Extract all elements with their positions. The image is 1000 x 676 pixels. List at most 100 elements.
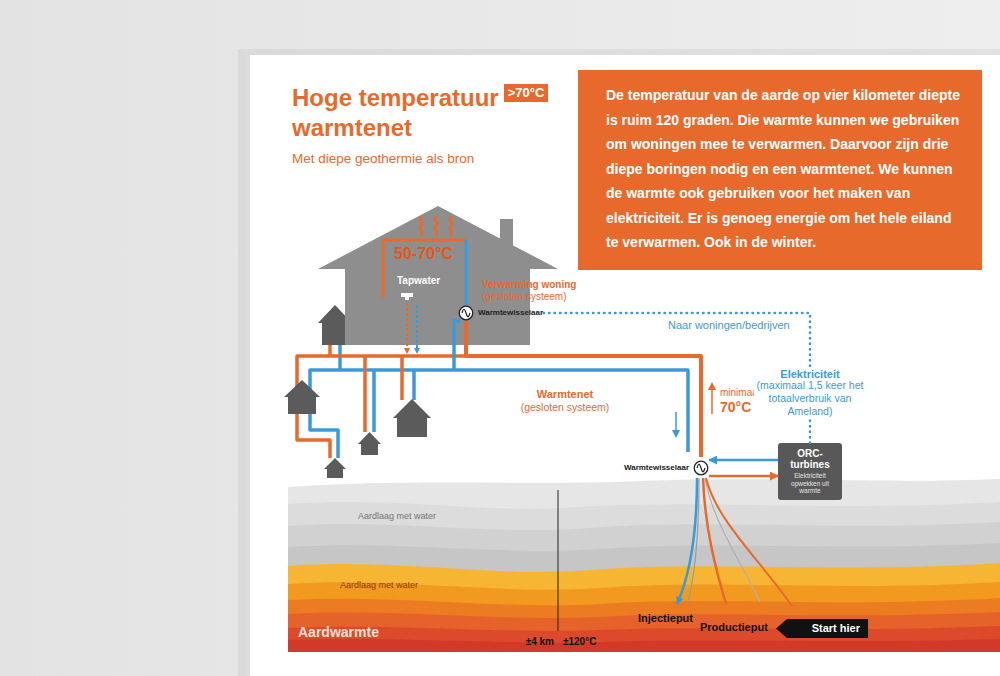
- house-shape: [318, 206, 558, 345]
- heat-network-pipes: [363, 356, 367, 432]
- label-slot: ±4 km: [500, 636, 554, 648]
- tap-water-label: Tapwater: [397, 275, 440, 287]
- earth-layers: [288, 502, 1000, 652]
- house-shape: [465, 240, 468, 305]
- label-slot: Met diepe geothermie als bron: [292, 151, 474, 167]
- layer-label: Aardlaag met water: [340, 580, 418, 591]
- text-slot: Tapwater: [397, 275, 440, 287]
- label-slot: Verwarming woning: [482, 279, 576, 291]
- info-text: De temperatuur van de aarde op vier kilo…: [606, 83, 960, 255]
- canvas: [246, 55, 1000, 676]
- house-icons: [393, 399, 431, 437]
- label-slot: Productieput: [700, 621, 768, 634]
- pipe-connector: [709, 475, 778, 478]
- house-shape: [420, 217, 452, 235]
- heat-network-pipes: [372, 370, 376, 432]
- heat-network-pipes: [297, 345, 688, 458]
- label-slot: (gesloten systeem): [505, 401, 625, 414]
- house-shape: [404, 348, 410, 354]
- info-box: De temperatuur van de aarde op vier kilo…: [578, 70, 982, 270]
- earth-layers: [288, 639, 1000, 652]
- flow-arrows: [708, 382, 716, 390]
- pipe-connector: [543, 313, 810, 443]
- flow-label: Naar woningen/bedrijven: [668, 319, 790, 332]
- earth-layers: [288, 479, 1000, 652]
- earth-layers: [288, 582, 1000, 652]
- heat-network-pipes: [412, 370, 416, 400]
- house: 50-70°C Tapwater: [318, 205, 558, 345]
- earth-layers: [288, 612, 1000, 652]
- badge-text: >70°C: [508, 85, 545, 100]
- diagram-title: Hoge temperatuur warmtenet: [292, 83, 532, 143]
- depth-line: [558, 490, 559, 631]
- turbine-title: ORC-turbines: [783, 448, 837, 470]
- house-icons: [358, 432, 381, 455]
- exchanger-icon: [462, 309, 470, 317]
- house-shape: [435, 217, 437, 235]
- label-slot: ±120°C: [563, 636, 596, 648]
- label-slot: 70°C: [720, 399, 751, 416]
- flow-arrows: [711, 388, 713, 414]
- house-shape: [383, 240, 466, 297]
- earth-layers: [288, 563, 1000, 652]
- label-slot: Warmtenet: [505, 388, 625, 401]
- house-shape: [406, 303, 408, 349]
- earth-layers: [288, 598, 1000, 652]
- pipe-connector: [466, 321, 701, 457]
- turbine-note: Elektriciteit opwekken uit warmte: [783, 472, 837, 495]
- start-label: Start hier: [776, 619, 860, 638]
- house-shape: [420, 217, 422, 235]
- label-slot: Aardlaag met water: [358, 511, 436, 522]
- layer-label: Aardlaag met water: [358, 511, 436, 522]
- house-shape: [450, 217, 452, 235]
- label-slot: Aardwarmte: [298, 624, 379, 641]
- exchanger-icon: [459, 306, 473, 320]
- exchanger-symbol: [693, 460, 709, 476]
- heat-exchanger: Warmtewisselaar: [458, 305, 543, 321]
- earth-layers: [288, 479, 1000, 652]
- pipe-connector: [709, 459, 778, 462]
- exchanger-label: Warmtewisselaar: [624, 463, 689, 473]
- electricity-note: (maximaal 1,5 keer het totaalverbruik va…: [754, 378, 866, 419]
- label-slot: Aardlaag met water: [340, 580, 418, 591]
- exchanger-icon: [693, 460, 709, 476]
- earth-layers: [288, 522, 1000, 652]
- house-shape: [454, 321, 460, 370]
- well-label: Injectieput: [638, 612, 693, 625]
- heat-network-pipes: [297, 356, 466, 458]
- flow-arrows: [672, 430, 680, 438]
- label-slot: (gesloten systeem): [482, 291, 566, 303]
- house-shape: [414, 348, 420, 354]
- house-icons: [324, 458, 346, 478]
- earth-layers: [288, 543, 1000, 652]
- well-pipes: [677, 478, 697, 604]
- network-label: Warmtenet: [505, 388, 625, 401]
- heat-exchanger: Warmtewisselaar: [624, 457, 709, 479]
- start-arrow: Start hier: [776, 619, 868, 638]
- system-note: (gesloten systeem): [505, 401, 625, 414]
- well-label: Productieput: [700, 621, 768, 634]
- exchanger-label: Warmtewisselaar: [478, 308, 543, 318]
- temperature-value: 70°C: [720, 399, 751, 416]
- house-temperature: 50-70°C: [394, 245, 453, 263]
- heat-network-pipes: [328, 345, 332, 356]
- house-icons: [284, 380, 320, 414]
- well-pipes: [677, 478, 792, 606]
- system-label: Verwarming woning: [482, 279, 576, 291]
- text-slot: 50-70°C: [394, 245, 453, 263]
- house-shape: [416, 305, 418, 349]
- canvas-edge: [246, 55, 250, 676]
- depth-label: ±4 km: [500, 636, 554, 648]
- temperature-badge: >70°C: [504, 84, 549, 102]
- canvas-shadow: [238, 49, 1000, 676]
- subtitle: Met diepe geothermie als bron: [292, 151, 474, 167]
- label-slot: Naar woningen/bedrijven: [668, 319, 790, 332]
- exchanger-icon: [458, 305, 474, 321]
- exchanger-icon: [697, 464, 705, 472]
- title-block: Hoge temperatuur warmtenet: [292, 83, 532, 143]
- system-note: (gesloten systeem): [482, 291, 566, 303]
- exchanger-icon: [694, 461, 708, 475]
- flow-arrows: [672, 382, 716, 438]
